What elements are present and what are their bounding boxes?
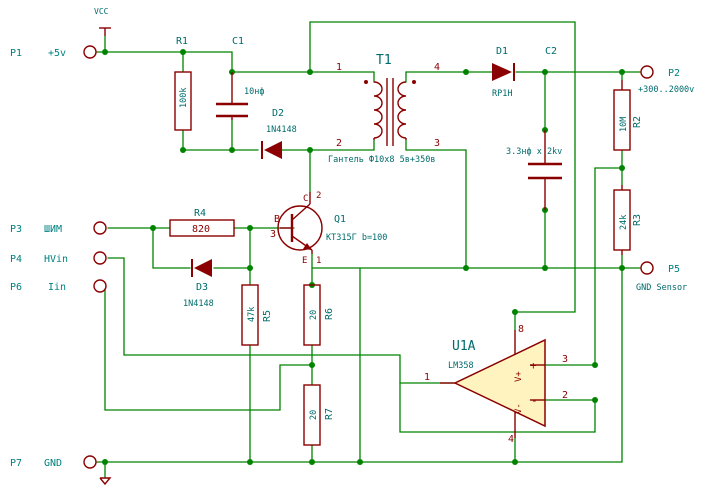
r3-ref: R3 xyxy=(632,214,643,226)
u1a-vplus: V+ xyxy=(514,371,524,382)
port-p1-net: +5v xyxy=(48,48,66,59)
port-p1-ref: P1 xyxy=(10,48,22,59)
d3-value: 1N4148 xyxy=(183,299,214,309)
d2-ref: D2 xyxy=(272,108,284,119)
resistor-r5[interactable]: 47k R5 xyxy=(241,284,273,346)
port-p3[interactable]: P3 ШИМ xyxy=(10,221,107,235)
t1-value: Гантель Ф10х8 5в+350в xyxy=(328,155,435,165)
junction-dots xyxy=(102,49,625,465)
port-p5-ref: P5 xyxy=(668,264,680,275)
port-p6[interactable]: P6 Iin xyxy=(10,279,107,293)
r6-ref: R6 xyxy=(324,308,335,320)
resistor-r3[interactable]: 24k R3 xyxy=(613,185,643,255)
transistor-q1[interactable]: Q1 КТ315Г b=100 B 3 C 2 E 1 xyxy=(270,191,387,266)
r2-value: 10M xyxy=(619,117,629,132)
u1a-pin3: 3 xyxy=(562,354,568,365)
resistor-r2[interactable]: 10M R2 xyxy=(613,80,643,151)
d3-ref: D3 xyxy=(196,282,208,293)
port-p5-net: GND Sensor xyxy=(636,283,687,293)
r1-ref: R1 xyxy=(176,36,188,47)
t1-pin2: 2 xyxy=(336,138,342,149)
q1-pin-c-number: 2 xyxy=(316,191,321,201)
c2-ref: C2 xyxy=(545,46,557,57)
u1a-minus: - xyxy=(531,394,538,407)
q1-pin-e: E xyxy=(302,256,307,266)
port-p3-net: ШИМ xyxy=(44,224,62,235)
q1-pin-c: C xyxy=(303,194,308,204)
r4-value: 820 xyxy=(192,224,210,235)
port-p4-ref: P4 xyxy=(10,254,22,265)
wires xyxy=(96,21,641,479)
port-p7-net: GND xyxy=(44,458,62,469)
u1a-vminus: V- xyxy=(514,403,524,414)
r4-ref: R4 xyxy=(194,208,206,219)
d1-ref: D1 xyxy=(496,46,508,57)
r7-value: 20 xyxy=(309,410,319,420)
port-p3-ref: P3 xyxy=(10,224,22,235)
port-p7[interactable]: P7 GND xyxy=(10,455,97,469)
resistor-r7[interactable]: 20 R7 xyxy=(303,384,335,446)
t1-pin3: 3 xyxy=(434,138,440,149)
r3-value: 24k xyxy=(619,215,629,230)
port-p7-ref: P7 xyxy=(10,458,22,469)
resistor-r1[interactable]: R1 100k xyxy=(174,36,192,131)
c1-ref: C1 xyxy=(232,36,244,47)
capacitor-c2[interactable]: C2 3.3нф x 2kv xyxy=(506,46,562,210)
d2-value: 1N4148 xyxy=(266,125,297,135)
r1-value: 100k xyxy=(179,88,189,108)
u1a-pin8: 8 xyxy=(518,324,524,335)
diode-d1[interactable]: D1 RP1H xyxy=(492,46,515,99)
r5-ref: R5 xyxy=(262,310,273,322)
resistor-r6[interactable]: 20 R6 xyxy=(303,284,335,346)
u1a-pin2: 2 xyxy=(562,390,568,401)
r6-value: 20 xyxy=(309,310,319,320)
q1-value: КТ315Г b=100 xyxy=(326,233,387,243)
t1-pin1: 1 xyxy=(336,62,342,73)
opamp-u1a[interactable]: U1A LM358 1 2 3 4 8 V+ V- + - xyxy=(424,324,568,445)
q1-pin-b: B xyxy=(274,214,280,225)
c2-value: 3.3нф x 2kv xyxy=(506,147,562,157)
u1a-ref: U1A xyxy=(452,339,476,354)
vcc-power-flag: VCC xyxy=(94,7,111,36)
port-p6-net: Iin xyxy=(48,282,66,293)
port-p4[interactable]: P4 HVin xyxy=(10,251,107,265)
resistor-r4[interactable]: R4 820 xyxy=(169,208,235,237)
transformer-t1[interactable]: T1 1 2 3 4 Гантель Ф10х8 5в+350в xyxy=(328,53,440,165)
diode-d2[interactable]: D2 1N4148 xyxy=(261,108,297,159)
u1a-pin1: 1 xyxy=(424,372,430,383)
port-p5[interactable]: P5 GND Sensor xyxy=(636,261,687,293)
q1-pin-e-number: 1 xyxy=(316,256,321,266)
port-p2-ref: P2 xyxy=(668,68,680,79)
port-p4-net: HVin xyxy=(44,254,68,265)
port-p1[interactable]: P1 +5v xyxy=(10,45,97,59)
vcc-label: VCC xyxy=(94,7,109,16)
q1-ref: Q1 xyxy=(334,214,346,225)
t1-ref: T1 xyxy=(376,53,392,68)
ground-symbol xyxy=(99,477,112,486)
r5-value: 47k xyxy=(247,307,257,322)
u1a-plus: + xyxy=(530,359,537,372)
capacitor-c1[interactable]: C1 10нф xyxy=(216,36,264,120)
q1-pin-b-number: 3 xyxy=(270,229,276,240)
port-p6-ref: P6 xyxy=(10,282,22,293)
d1-value: RP1H xyxy=(492,89,512,99)
u1a-pin4: 4 xyxy=(508,434,514,445)
u1a-value: LM358 xyxy=(448,361,474,371)
r7-ref: R7 xyxy=(324,408,335,420)
t1-pin4: 4 xyxy=(434,62,440,73)
diode-d3[interactable]: D3 1N4148 xyxy=(183,259,214,309)
r2-ref: R2 xyxy=(632,116,643,128)
c1-value: 10нф xyxy=(244,87,264,97)
port-p2[interactable]: P2 +300..2000v xyxy=(638,65,694,95)
port-p2-net: +300..2000v xyxy=(638,85,694,95)
